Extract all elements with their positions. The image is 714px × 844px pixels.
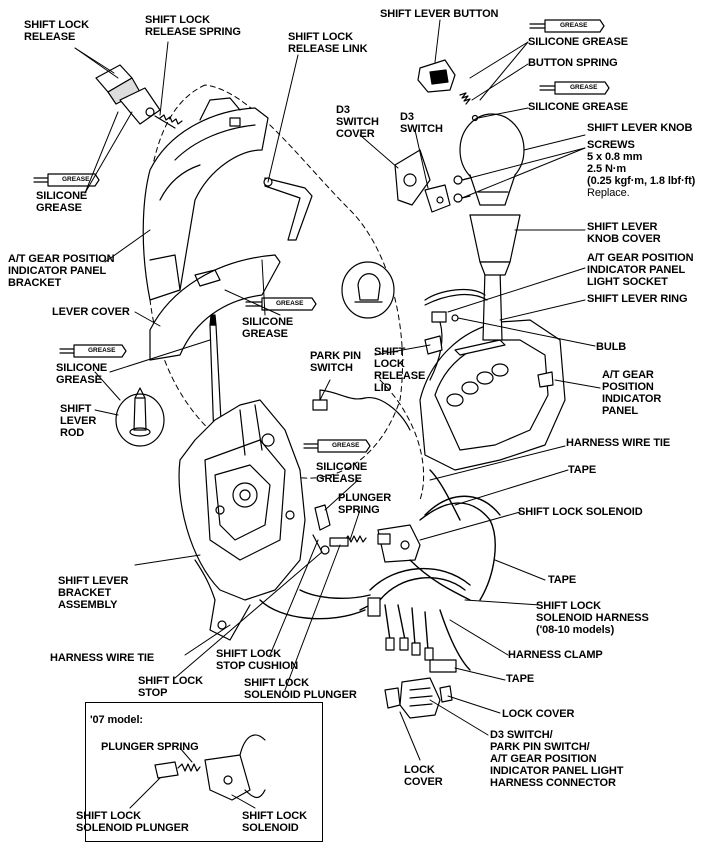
- label-shift-lever-knob: SHIFT LEVER KNOB: [587, 122, 693, 134]
- dashed-outline-2: [379, 379, 425, 501]
- label-shift-lock-stop: SHIFT LOCK STOP: [138, 675, 203, 699]
- shift-lock-stop-part: [312, 504, 331, 555]
- grease-tube-text-2: GREASE: [570, 84, 598, 91]
- label-lock-cover-right: LOCK COVER: [502, 708, 575, 720]
- harness-connectors: [367, 597, 457, 673]
- inset-label-plunger-spring: PLUNGER SPRING: [101, 741, 199, 753]
- plunger-part: [329, 535, 367, 547]
- label-shift-lever-ring: SHIFT LEVER RING: [587, 293, 688, 305]
- label-plunger-spring: PLUNGER SPRING: [338, 492, 392, 516]
- label-screws-replace: Replace.: [587, 187, 630, 199]
- shift-lever-shaft-part: [469, 214, 521, 341]
- inset-drawing: [154, 734, 266, 801]
- label-shift-lock-release-spring: SHIFT LOCK RELEASE SPRING: [145, 14, 241, 38]
- release-spring-part: [159, 114, 183, 125]
- shift-lever-knob-part: [459, 113, 525, 206]
- grease-tube-text-1: GREASE: [560, 22, 588, 29]
- release-lid-part: [424, 335, 443, 355]
- grease-tube-text-6: GREASE: [332, 442, 360, 449]
- inset-label-shift-lock-solenoid: SHIFT LOCK SOLENOID: [242, 810, 307, 834]
- label-harness-wire-tie-right: HARNESS WIRE TIE: [566, 437, 671, 449]
- label-park-pin-switch: PARK PIN SWITCH: [310, 350, 361, 374]
- label-indicator-panel-bracket: A/T GEAR POSITION INDICATOR PANEL BRACKE…: [8, 253, 115, 289]
- label-shift-lock-release-lid: SHIFT LOCK RELEASE LID: [374, 346, 426, 394]
- shift-lever-button-part: [417, 59, 479, 122]
- label-silicone-grease-mid: SILICONE GREASE: [242, 316, 294, 340]
- label-d3-switch: D3 SWITCH: [400, 111, 443, 135]
- label-shift-lever-rod: SHIFT LEVER ROD: [60, 403, 97, 439]
- label-silicone-grease-1: SILICONE GREASE: [528, 36, 628, 48]
- label-shift-lock-solenoid-harness: SHIFT LOCK SOLENOID HARNESS ('08-10 mode…: [536, 600, 649, 636]
- label-shift-lock-stop-cushion: SHIFT LOCK STOP CUSHION: [216, 648, 299, 672]
- label-harness-wire-tie-left: HARNESS WIRE TIE: [50, 652, 155, 664]
- light-socket-detail: [341, 261, 395, 319]
- label-tape-3: TAPE: [506, 673, 535, 685]
- label-silicone-grease-left: SILICONE GREASE: [36, 190, 88, 214]
- label-silicone-grease-2: SILICONE GREASE: [528, 101, 628, 113]
- label-shift-lever-bracket-assembly: SHIFT LEVER BRACKET ASSEMBLY: [58, 575, 129, 611]
- label-screws: SCREWS 5 x 0.8 mm 2.5 N·m (0.25 kgf·m, 1…: [587, 139, 696, 187]
- leader-lines: [74, 19, 601, 809]
- dashed-outline: [146, 84, 403, 479]
- label-shift-lock-release: SHIFT LOCK RELEASE: [24, 19, 89, 43]
- label-bulb: BULB: [596, 341, 627, 353]
- indicator-panel-part: [419, 319, 566, 471]
- grease-tube-icon-2: [539, 81, 610, 95]
- grease-tube-icon-4: [245, 297, 317, 311]
- shift-lock-solenoid-part: [377, 524, 421, 563]
- label-light-socket: A/T GEAR POSITION INDICATOR PANEL LIGHT …: [587, 252, 694, 288]
- grease-tube-icon-6: [303, 439, 371, 453]
- label-shift-lock-solenoid: SHIFT LOCK SOLENOID: [518, 506, 643, 518]
- grease-tube-icon-5: [59, 344, 127, 358]
- d3-switch-part: [394, 149, 451, 213]
- label-d3-switch-cover: D3 SWITCH COVER: [336, 104, 379, 140]
- park-pin-switch-part: [312, 389, 411, 431]
- label-shift-lock-solenoid-plunger: SHIFT LOCK SOLENOID PLUNGER: [244, 677, 357, 701]
- label-tape-1: TAPE: [568, 464, 597, 476]
- grease-tube-text-3: GREASE: [62, 176, 90, 183]
- label-silicone-grease-rod: SILICONE GREASE: [56, 362, 108, 386]
- release-link-part: [263, 177, 313, 241]
- inset-box-07-model: [85, 702, 323, 842]
- label-shift-lever-button: SHIFT LEVER BUTTON: [380, 8, 499, 20]
- label-indicator-panel: A/T GEAR POSITION INDICATOR PANEL: [602, 369, 662, 417]
- label-shift-lock-release-link: SHIFT LOCK RELEASE LINK: [288, 31, 368, 55]
- label-harness-clamp: HARNESS CLAMP: [508, 649, 603, 661]
- inset-label-shift-lock-solenoid-plunger: SHIFT LOCK SOLENOID PLUNGER: [76, 810, 189, 834]
- shift-lock-release-part: [95, 64, 176, 129]
- inset-title: '07 model:: [90, 714, 143, 726]
- grease-tube-text-4: GREASE: [276, 300, 304, 307]
- label-lever-cover: LEVER COVER: [52, 306, 130, 318]
- label-connector: D3 SWITCH/ PARK PIN SWITCH/ A/T GEAR POS…: [490, 729, 624, 789]
- grease-tube-icon-1: [529, 19, 605, 33]
- lever-cover-part: [149, 254, 281, 361]
- rod-detail-circle: [115, 387, 165, 447]
- grease-tube-icon-3: [33, 173, 100, 187]
- label-button-spring: BUTTON SPRING: [528, 57, 618, 69]
- label-silicone-grease-center: SILICONE GREASE: [316, 461, 368, 485]
- harness-connector-part: [384, 677, 453, 719]
- label-shift-lever-knob-cover: SHIFT LEVER KNOB COVER: [587, 221, 661, 245]
- grease-tube-text-5: GREASE: [88, 347, 116, 354]
- bracket-assembly-part: [178, 399, 306, 641]
- indicator-panel-bracket-part: [142, 97, 269, 301]
- label-lock-cover-bottom: LOCK COVER: [404, 764, 443, 788]
- label-tape-2: TAPE: [548, 574, 577, 586]
